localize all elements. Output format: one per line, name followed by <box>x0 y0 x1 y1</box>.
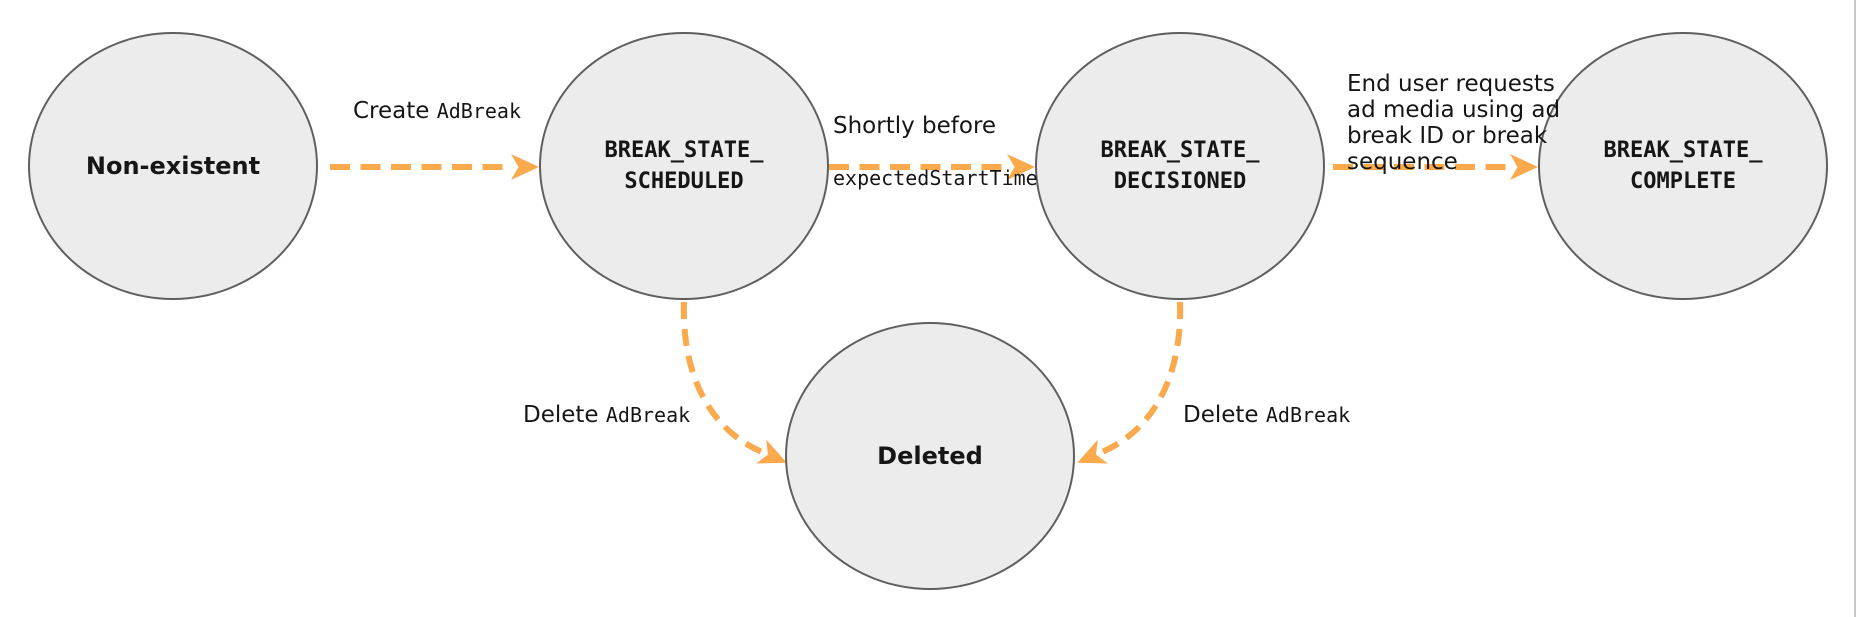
transition-label-delete-adbreak-left: Delete AdBreak <box>523 402 690 428</box>
state-label: BREAK_STATE_ SCHEDULED <box>604 138 764 194</box>
label-text: Shortly before <box>833 113 997 139</box>
state-node-break-state-decisioned: BREAK_STATE_ DECISIONED <box>1035 32 1325 300</box>
transition-label-shortly-before: Shortly before expectedStartTime <box>833 87 1038 217</box>
label-code-text: expectedStartTime <box>833 166 1038 190</box>
state-node-non-existent: Non-existent <box>28 32 318 300</box>
label-text: End user requests ad media using ad brea… <box>1347 71 1561 175</box>
state-label: BREAK_STATE_ DECISIONED <box>1100 138 1260 194</box>
state-node-deleted: Deleted <box>785 322 1075 590</box>
page-edge-divider <box>1854 0 1856 617</box>
label-code-text: AdBreak <box>1265 403 1351 427</box>
label-text: Create <box>352 98 437 124</box>
arrow-delete-adbreak-left <box>680 301 787 464</box>
label-text: Delete <box>1183 402 1266 428</box>
state-node-break-state-complete: BREAK_STATE_ COMPLETE <box>1538 32 1828 300</box>
arrow-delete-adbreak-right <box>1077 301 1184 464</box>
transition-label-end-user-requests: End user requests ad media using ad brea… <box>1347 45 1607 175</box>
state-label: BREAK_STATE_ COMPLETE <box>1603 138 1763 194</box>
label-code-text: AdBreak <box>436 99 522 123</box>
state-label: Non-existent <box>85 152 261 180</box>
transition-label-delete-adbreak-right: Delete AdBreak <box>1183 402 1350 428</box>
state-label: Deleted <box>877 442 983 470</box>
state-node-break-state-scheduled: BREAK_STATE_ SCHEDULED <box>539 32 829 300</box>
transition-label-create-adbreak: Create AdBreak <box>332 98 542 124</box>
label-text: Delete <box>523 402 606 428</box>
label-code-text: AdBreak <box>605 403 691 427</box>
